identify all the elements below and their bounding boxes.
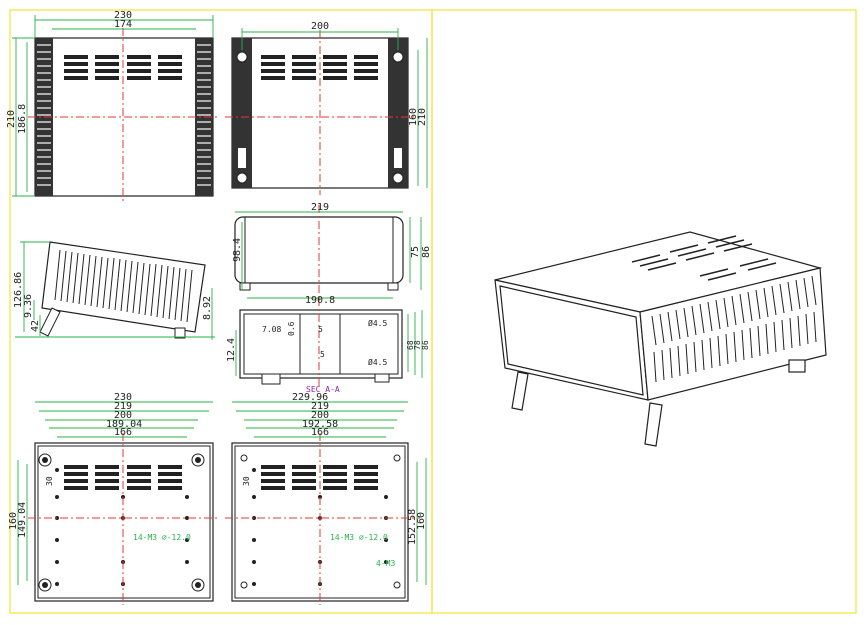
section-view — [235, 297, 423, 386]
top-right-height-a: 160 — [408, 108, 419, 126]
top-left-width-inner: 174 — [114, 19, 132, 30]
top-right-view — [225, 28, 428, 195]
top-left-height-a: 210 — [6, 110, 17, 128]
section-c: 5 — [318, 325, 323, 334]
front-width: 219 — [311, 202, 329, 213]
section-width: 190.8 — [305, 295, 335, 306]
side-h4: 8.92 — [202, 296, 213, 320]
top-right-width: 200 — [311, 21, 329, 32]
front-h2: 75 — [410, 246, 421, 258]
br-width-0: 229.96 — [292, 392, 328, 403]
br-width-1: 219 — [311, 401, 329, 412]
bl-height-0: 160 — [8, 512, 19, 530]
bl-width-2: 200 — [114, 410, 132, 421]
br-pitch: 30 — [242, 476, 251, 486]
section-r2: 78 — [413, 340, 422, 350]
front-h1: 98.4 — [232, 238, 243, 262]
br-height-1: 160 — [416, 512, 427, 530]
section-b: 0.6 — [287, 321, 296, 336]
top-left-height-b: 186.8 — [17, 104, 28, 134]
section-e: 12.4 — [226, 338, 237, 362]
bl-height-1: 149.04 — [17, 502, 28, 538]
top-right-height-b: 210 — [417, 108, 428, 126]
br-width-4: 166 — [311, 427, 329, 438]
bottom-right-view — [225, 401, 427, 605]
side-view — [15, 241, 215, 340]
bl-width-3: 189.04 — [106, 419, 142, 430]
bottom-left-view — [17, 401, 220, 605]
br-width-2: 200 — [311, 410, 329, 421]
section-a: 7.08 — [262, 325, 281, 334]
section-hole2: Ø4.5 — [368, 357, 387, 367]
section-hole1: Ø4.5 — [368, 318, 387, 328]
bl-pitch: 30 — [45, 476, 54, 486]
front-view — [234, 205, 422, 300]
bl-width-1: 219 — [114, 401, 132, 412]
drawing-frame-right — [431, 9, 857, 614]
section-r3: 86 — [421, 340, 430, 350]
side-h2: 9.36 — [23, 294, 34, 318]
bl-width-0: 230 — [114, 392, 132, 403]
section-d: 5 — [320, 350, 325, 359]
section-r1: 68 — [406, 340, 415, 350]
bl-note: 14-M3 ∅-12.0 — [133, 533, 191, 542]
bl-width-4: 166 — [114, 427, 132, 438]
top-left-view — [12, 15, 220, 203]
front-h3: 86 — [421, 246, 432, 258]
isometric-enclosure-illustration — [494, 231, 827, 447]
top-left-width-outer: 230 — [114, 10, 132, 21]
br-note: 14-M3 ∅-12.0 — [330, 533, 388, 542]
side-h1: 126.86 — [13, 272, 24, 308]
br-width-3: 192.58 — [302, 419, 338, 430]
br-note2: 4-M3 — [376, 559, 395, 568]
side-h3: 42 — [30, 320, 41, 332]
section-label: SEC A-A — [306, 385, 340, 394]
br-height-0: 152.58 — [407, 509, 418, 545]
